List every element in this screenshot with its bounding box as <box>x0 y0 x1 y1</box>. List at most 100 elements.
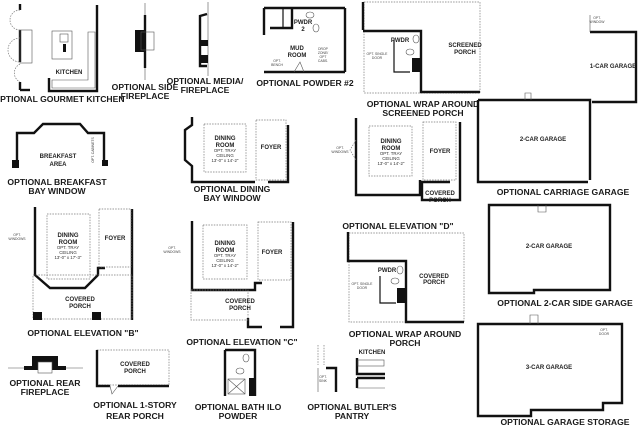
caption-rear-porch-line1: OPTIONAL 1-STORY <box>93 400 177 410</box>
plan-breakfast-bay: BREAKFAST AREA OPT. CABINETS OPTIONAL BR… <box>7 122 108 196</box>
label-ceiling: CEILING <box>216 258 234 263</box>
plan-wrap-porch: PWDR COVERED PORCH OPT. SINGLE DOOR OPTI… <box>346 232 465 348</box>
room-label-mud: MUD <box>290 46 304 52</box>
caption-bath-ilo-line1: OPTIONAL BATH ILO <box>195 402 282 412</box>
caption-elevation-c: OPTIONAL ELEVATION "C" <box>186 337 297 347</box>
label-ceiling: CEILING <box>59 250 77 255</box>
room-label-room: ROOM <box>216 143 235 149</box>
room-label-room: ROOM <box>216 248 235 254</box>
room-label-2-car-garage: 2-CAR GARAGE <box>520 137 566 143</box>
caption-garage-storage: OPTIONAL GARAGE STORAGE <box>500 417 629 426</box>
room-label-porch: PORCH <box>423 280 445 286</box>
plan-elevation-c: OPT. WINDOWS DINING ROOM OPT. TRAY CEILI… <box>163 221 298 347</box>
plan-butlers-pantry: KITCHEN OPT. SINK OPTIONAL BUTLER'S PANT… <box>307 345 397 421</box>
room-label-3-car-garage: 3-CAR GARAGE <box>526 365 572 371</box>
room-label-dining: DINING <box>215 136 236 142</box>
caption-screened-porch-line2: SCREENED PORCH <box>382 108 463 118</box>
label-opt-bench: OPT. <box>273 59 281 63</box>
room-label-covered: COVERED <box>225 299 255 305</box>
label-drop-zone-2: ZONE/ <box>318 51 328 55</box>
room-label-area: AREA <box>49 162 67 168</box>
plan-elevation-d: OPT. WINDOWS DINING ROOM OPT. TRAY CEILI… <box>331 118 462 231</box>
label-opt-single-door: OPT. SINGLE <box>367 52 389 56</box>
room-label-pwdr: PWDR <box>391 38 410 44</box>
room-label-dining: DINING <box>215 241 236 247</box>
caption-side-garage: OPTIONAL 2-CAR SIDE GARAGE <box>497 298 633 308</box>
room-label-pwdr: PWDR <box>378 268 397 274</box>
label-opt-door-2: DOOR <box>599 332 610 336</box>
caption-bath-ilo-line2: POWDER <box>219 411 258 421</box>
label-dims: 13'-0" x 14'-2" <box>211 158 238 163</box>
caption-butlers-pantry-line1: OPTIONAL BUTLER'S <box>307 402 397 412</box>
label-opt-door: OPT. <box>600 328 608 332</box>
label-opt-windows-2: WINDOWS <box>8 237 26 241</box>
room-label-room: ROOM <box>59 240 78 246</box>
plan-elevation-b: OPT. WINDOWS DINING ROOM OPT. TRAY CEILI… <box>8 207 139 338</box>
label-drop-zone-3: OPT <box>320 55 327 59</box>
room-label-porch: PORCH <box>454 50 476 56</box>
caption-butlers-pantry-line2: PANTRY <box>335 411 370 421</box>
caption-breakfast-bay-line1: OPTIONAL BREAKFAST <box>7 177 107 187</box>
plan-rear-porch: COVERED PORCH OPTIONAL 1-STORY REAR PORC… <box>93 349 177 421</box>
room-label-foyer: FOYER <box>430 149 451 155</box>
room-label-foyer: FOYER <box>262 250 283 256</box>
room-label-kitchen: KITCHEN <box>56 70 83 76</box>
caption-rear-porch-line2: REAR PORCH <box>106 411 164 421</box>
label-opt-cabinets: OPT. CABINETS <box>91 137 95 163</box>
caption-breakfast-bay-line2: BAY WINDOW <box>28 186 86 196</box>
room-label-breakfast: BREAKFAST <box>40 154 77 160</box>
label-drop-zone: DROP <box>318 47 329 51</box>
room-label-screened: SCREENED <box>448 43 482 49</box>
label-opt-sink: OPT. <box>319 375 327 379</box>
label-drop-zone-4: CABS. <box>318 59 328 63</box>
room-label-foyer: FOYER <box>261 145 282 151</box>
plan-carriage-garage: OPT. WINDOW 1-CAR GARAGE 2-CAR GARAGE OP… <box>476 15 638 197</box>
plan-side-garage: 2-CAR GARAGE OPTIONAL 2-CAR SIDE GARAGE <box>487 203 633 308</box>
caption-media-fireplace-line1: OPTIONAL MEDIA/ <box>167 76 244 86</box>
room-label-kitchen: KITCHEN <box>359 350 386 356</box>
room-label-porch: PORCH <box>429 198 451 204</box>
caption-carriage-garage: OPTIONAL CARRIAGE GARAGE <box>497 187 630 197</box>
caption-wrap-porch-line1: OPTIONAL WRAP AROUND <box>349 329 462 339</box>
plan-garage-storage: OPT. DOOR 3-CAR GARAGE OPTIONAL GARAGE S… <box>476 314 630 426</box>
label-opt-bench-2: BENCH <box>271 63 283 67</box>
label-opt-window-2: WINDOW <box>590 20 606 24</box>
caption-elevation-b: OPTIONAL ELEVATION "B" <box>27 328 138 338</box>
room-label-covered: COVERED <box>65 297 95 303</box>
label-ceiling: CEILING <box>382 156 400 161</box>
caption-wrap-porch-line2: PORCH <box>389 338 420 348</box>
caption-side-fireplace-line2: FIREPLACE <box>121 91 170 101</box>
plan-wrap-screened-porch: PWDR SCREENED PORCH OPT. SINGLE DOOR OPT… <box>361 1 482 118</box>
label-opt-sink-2: SINK <box>319 379 328 383</box>
room-label-2-car-garage: 2-CAR GARAGE <box>526 244 572 250</box>
label-opt-windows-2: WINDOWS <box>163 250 181 254</box>
caption-dining-bay-line1: OPTIONAL DINING <box>194 184 271 194</box>
room-label-foyer: FOYER <box>105 236 126 242</box>
label-opt-windows: OPT. <box>336 146 344 150</box>
label-opt-single-door-2: DOOR <box>357 286 368 290</box>
caption-media-fireplace-line2: FIREPLACE <box>181 85 230 95</box>
room-label-dining: DINING <box>58 233 79 239</box>
label-dims: 13'-0" x 14'-2" <box>377 161 404 166</box>
label-ceiling: CEILING <box>216 153 234 158</box>
room-label-covered: COVERED <box>425 191 455 197</box>
label-opt-single-door-2: DOOR <box>372 56 383 60</box>
room-label-1-car-garage: 1-CAR GARAGE <box>590 64 636 70</box>
label-tray: OPT. TRAY <box>214 253 236 258</box>
caption-elevation-d: OPTIONAL ELEVATION "D" <box>342 221 453 231</box>
room-label-room: ROOM <box>382 146 401 152</box>
caption-rear-fireplace-line2: FIREPLACE <box>21 387 70 397</box>
plan-powder-2: PWDR 2 MUD ROOM DROP ZONE/ OPT CABS. OPT… <box>256 6 354 88</box>
label-opt-windows: OPT. <box>13 233 21 237</box>
room-label-pwdr-2: PWDR <box>294 20 313 26</box>
caption-powder-2: OPTIONAL POWDER #2 <box>256 78 353 88</box>
plan-side-fireplace: OPTIONAL SIDE FIREPLACE <box>112 3 179 101</box>
plan-media-fireplace: OPTIONAL MEDIA/ FIREPLACE <box>167 2 244 95</box>
room-label-dining: DINING <box>381 139 402 145</box>
room-label-covered: COVERED <box>419 274 449 280</box>
label-opt-single-door: OPT. SINGLE <box>352 282 374 286</box>
plan-bath-ilo-powder: OPTIONAL BATH ILO POWDER <box>195 348 282 421</box>
label-dims: 13'-0" x 14'-2" <box>211 263 238 268</box>
label-opt-windows-2: WINDOWS <box>331 150 349 154</box>
